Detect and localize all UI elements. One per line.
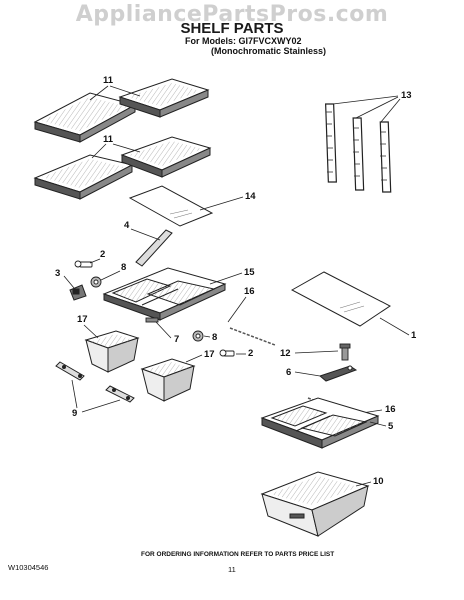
document-number: W10304546 [8, 563, 49, 572]
bin-17-lower [140, 358, 196, 402]
post-12 [339, 343, 351, 361]
rail-4 [135, 229, 173, 267]
callout-13: 13 [401, 90, 412, 101]
callout-8-upper: 8 [121, 262, 126, 273]
page-number: 11 [228, 565, 236, 574]
callout-10: 10 [373, 476, 384, 487]
callout-17-lower: 17 [204, 349, 215, 360]
callout-6: 6 [286, 367, 291, 378]
ladder-rails-13 [325, 103, 392, 193]
callout-4: 4 [124, 220, 130, 231]
callout-14: 14 [245, 191, 256, 202]
shelf-11-mid-right [120, 136, 212, 178]
bracket-6 [318, 365, 358, 382]
callout-1: 1 [411, 330, 417, 341]
callout-11-mid: 11 [103, 134, 114, 145]
screw-2-left [74, 260, 93, 268]
variant-line: (Monochromatic Stainless) [211, 46, 327, 56]
model-line: For Models: GI7FVCXWY02 [185, 36, 302, 46]
roller-8-upper [90, 276, 102, 288]
roller-8-lower [192, 330, 204, 342]
callout-11-top: 11 [103, 75, 114, 86]
ordering-note: FOR ORDERING INFORMATION REFER TO PARTS … [141, 551, 335, 558]
crisper-drawer-10 [260, 471, 370, 537]
callout-16-upper: 16 [244, 286, 255, 297]
crisper-cover-15 [102, 267, 227, 321]
screw-2-lower [219, 349, 235, 357]
callout-2-left: 2 [100, 249, 105, 260]
shelf-11-top-right [118, 78, 210, 118]
callout-8-lower: 8 [212, 332, 217, 343]
glass-shelf-14 [128, 185, 214, 227]
crisper-cover-5 [260, 397, 380, 449]
shelf-11-mid-left [33, 154, 134, 200]
watermark: AppliancePartsPros.com [75, 2, 389, 27]
bin-17-upper [84, 330, 140, 373]
page-title: SHELF PARTS [180, 20, 284, 37]
bracket-3 [69, 284, 87, 301]
callout-3: 3 [55, 268, 60, 279]
callout-5: 5 [388, 421, 394, 432]
callout-9: 9 [72, 408, 77, 419]
slides-9 [55, 361, 135, 403]
callout-17-upper: 17 [77, 314, 88, 325]
shelf-11-top-left [33, 92, 137, 143]
callout-16-lower: 16 [385, 404, 396, 415]
callout-2-lower: 2 [248, 348, 253, 359]
callout-7: 7 [174, 334, 179, 345]
callout-12: 12 [280, 348, 291, 359]
callout-15: 15 [244, 267, 255, 278]
clip-7 [145, 317, 159, 323]
glass-shelf-1 [290, 271, 391, 327]
rod-16-upper [229, 327, 276, 346]
